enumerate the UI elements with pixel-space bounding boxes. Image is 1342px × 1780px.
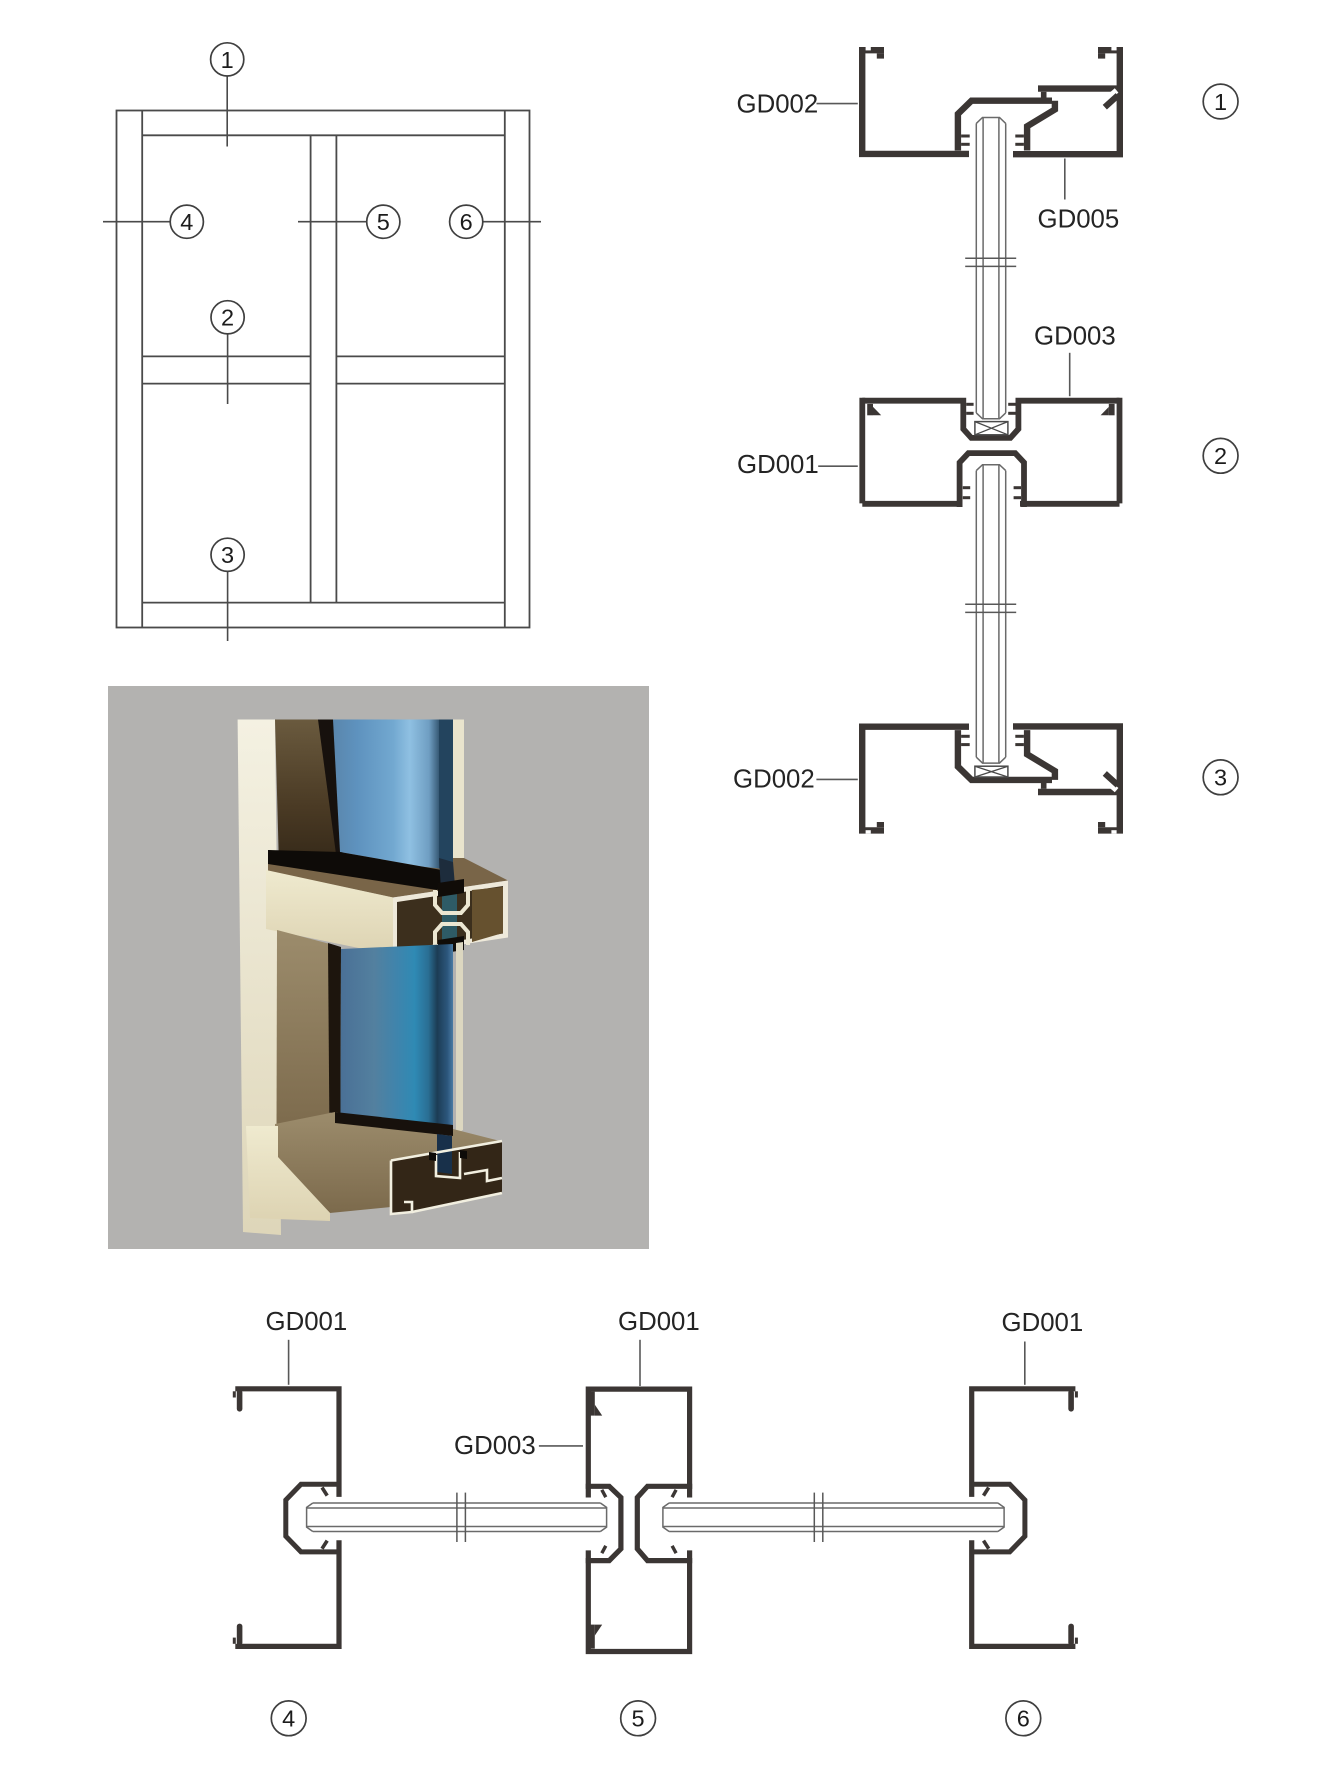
svg-text:5: 5	[377, 209, 390, 235]
svg-text:GD001: GD001	[266, 1308, 348, 1336]
svg-text:1: 1	[221, 47, 234, 73]
svg-text:4: 4	[282, 1706, 295, 1732]
svg-text:4: 4	[180, 209, 193, 235]
svg-text:GD005: GD005	[1038, 206, 1120, 234]
svg-text:GD003: GD003	[454, 1432, 536, 1460]
svg-text:6: 6	[460, 209, 473, 235]
svg-text:GD001: GD001	[618, 1308, 700, 1336]
svg-text:GD003: GD003	[1034, 323, 1116, 351]
svg-text:2: 2	[221, 305, 234, 331]
svg-text:1: 1	[1214, 89, 1227, 115]
svg-text:GD001: GD001	[1002, 1309, 1084, 1337]
svg-text:6: 6	[1017, 1706, 1030, 1732]
svg-text:3: 3	[221, 542, 234, 568]
svg-text:5: 5	[632, 1706, 645, 1732]
svg-text:GD002: GD002	[737, 91, 819, 119]
svg-text:3: 3	[1214, 765, 1227, 791]
svg-text:GD002: GD002	[733, 765, 815, 793]
svg-text:GD001: GD001	[737, 451, 819, 479]
svg-text:2: 2	[1214, 443, 1227, 469]
